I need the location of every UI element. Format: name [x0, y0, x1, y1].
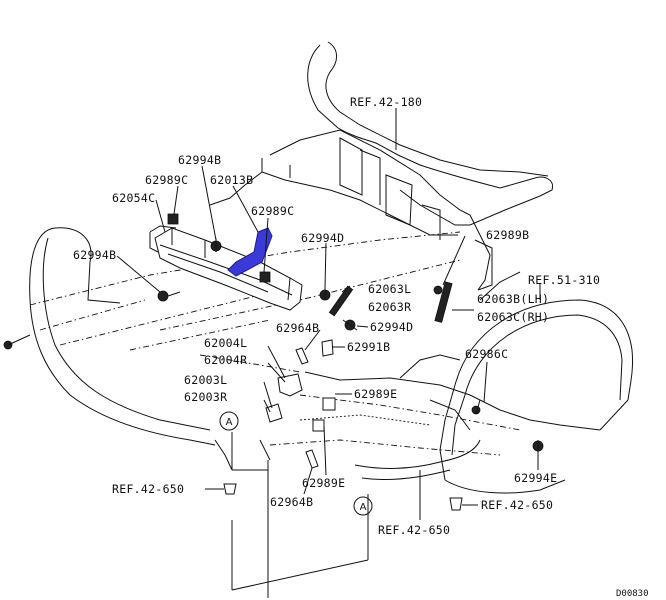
radiator-support-frame — [209, 41, 554, 291]
bracket-62003 — [265, 403, 283, 423]
leader-lines — [7, 108, 541, 598]
bolt-62994D-upper — [319, 287, 331, 301]
bracket-62004 — [277, 373, 303, 397]
marker-a-right: A — [353, 496, 373, 516]
nut-62989E-lower — [312, 419, 325, 432]
label-ref-42-180: REF.42-180 — [350, 95, 422, 109]
screw-62964B-upper — [295, 347, 309, 365]
label-62994D-upper: 62994D — [301, 231, 344, 245]
highlighted-bracket-62013B — [227, 227, 273, 277]
bolt-62994E — [532, 440, 544, 458]
label-62003R: 62003R — [184, 390, 227, 404]
label-ref-42-650-bottom: REF.42-650 — [378, 523, 450, 537]
label-62013B: 62013B — [210, 173, 253, 187]
label-62989C-left: 62989C — [145, 173, 188, 187]
label-62989C-mid: 62989C — [251, 204, 294, 218]
under-cover-outline — [269, 354, 601, 481]
label-ref-42-650-left: REF.42-650 — [112, 482, 184, 496]
front-bumper-outline — [29, 227, 461, 471]
marker-a-left: A — [219, 411, 239, 431]
label-62063C-RH: 62063C(RH) — [477, 310, 549, 324]
stay-62063 — [328, 285, 354, 317]
label-62964B-upper: 62964B — [276, 321, 319, 335]
label-62003L: 62003L — [184, 373, 227, 387]
label-ref-42-650-right: REF.42-650 — [481, 498, 553, 512]
label-62054C: 62054C — [112, 191, 155, 205]
label-62991B: 62991B — [347, 340, 390, 354]
label-62986C: 62986C — [465, 347, 508, 361]
label-62964B-lower: 62964B — [270, 495, 313, 509]
marker-a-left-label: A — [226, 417, 233, 428]
nut-62989C-left — [167, 213, 179, 225]
label-62063L: 62063L — [368, 282, 411, 296]
nut-62989E-upper — [322, 397, 336, 411]
screw-62964B-lower — [305, 449, 319, 469]
label-62063R: 62063R — [368, 300, 411, 314]
hardware-parts — [3, 213, 544, 511]
label-62004L: 62004L — [204, 336, 247, 350]
label-62063B-LH: 62063B(LH) — [477, 292, 549, 306]
label-ref-51-310: REF.51-310 — [528, 273, 600, 287]
label-62989B: 62989B — [486, 228, 529, 242]
part-labels: REF.42-180 62994B 62989C 62013B 62054C 6… — [73, 95, 649, 599]
clip-ref-42-650-right — [449, 497, 463, 511]
fender-liner — [439, 271, 633, 494]
stay-62063B — [433, 281, 453, 323]
nut-62989C-mid — [259, 271, 271, 283]
label-62994B-top: 62994B — [178, 153, 221, 167]
screw-62986C — [471, 399, 481, 415]
bolt-62994B-left — [157, 290, 181, 302]
bolt-62994B-top — [210, 238, 222, 252]
drawing-id: D00830 — [616, 589, 649, 599]
marker-a-right-label: A — [360, 502, 367, 513]
label-62994E: 62994E — [514, 471, 557, 485]
bumper-reinforcement — [149, 225, 303, 311]
clip-62991B — [321, 339, 334, 357]
label-62994D-lower: 62994D — [370, 320, 413, 334]
label-62994B-left: 62994B — [73, 248, 116, 262]
label-62004R: 62004R — [204, 353, 247, 367]
label-62989E-upper: 62989E — [354, 387, 397, 401]
clip-ref-42-650-left — [223, 483, 237, 495]
label-62989E-lower: 62989E — [302, 476, 345, 490]
bolt-62994D-lower — [342, 319, 358, 331]
